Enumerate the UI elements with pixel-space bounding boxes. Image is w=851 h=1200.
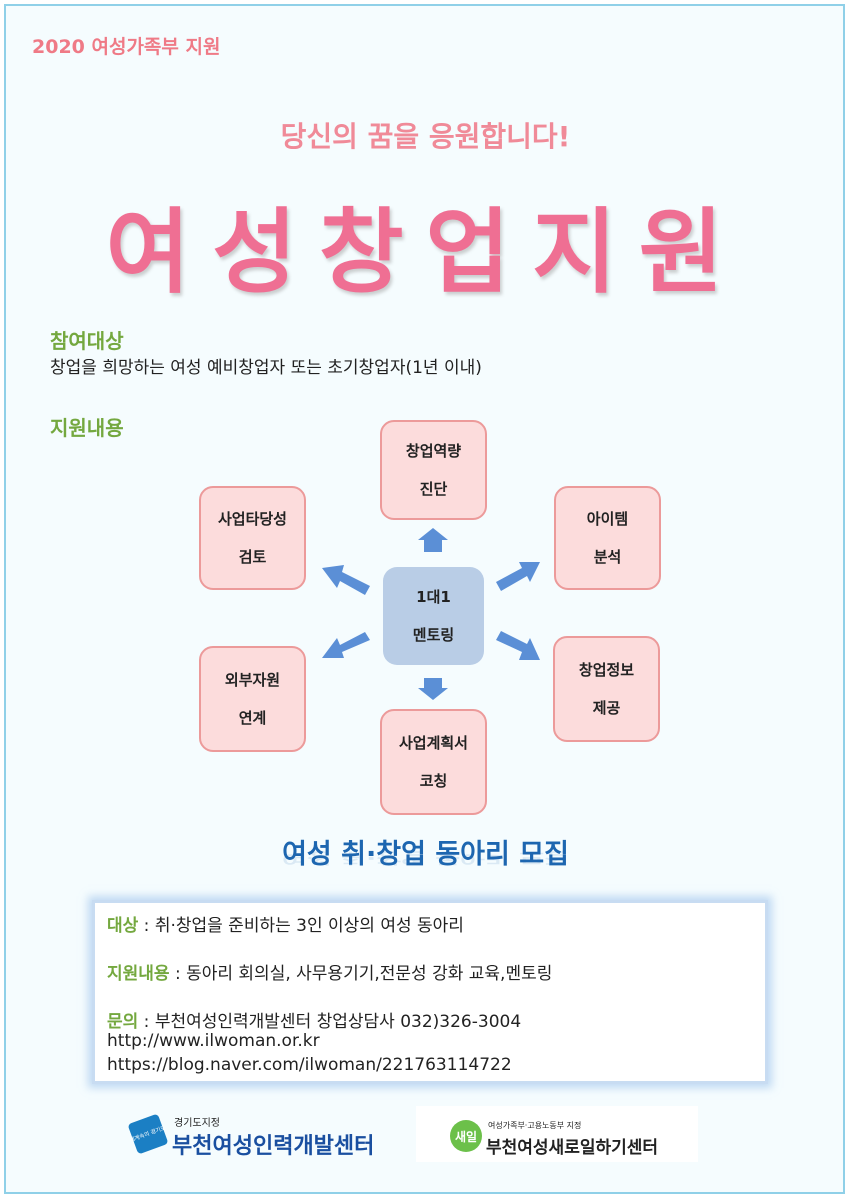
subtitle: 당신의 꿈을 응원합니다! [280, 120, 571, 153]
info-url-homepage[interactable]: http://www.ilwoman.or.kr [107, 1031, 320, 1051]
logo-bucheon-womens-center: 세계속의 경기도 경기도지정 부천여성인력개발센터 [127, 1112, 418, 1164]
arrow-downright [496, 631, 540, 660]
info-contact: 문의 : 부천여성인력개발센터 창업상담사 032)326-3004 [107, 1007, 521, 1032]
item-line2: 연계 [238, 709, 267, 727]
item-line2: 검토 [238, 548, 267, 566]
saeil-circle-icon: 새일 [450, 1120, 482, 1152]
info-support-key: 지원내용 [107, 964, 170, 984]
item-line2: 분석 [593, 548, 622, 566]
support-heading: 지원내용 [50, 416, 124, 440]
arrow-up [418, 528, 448, 552]
info-url-blog[interactable]: https://blog.naver.com/ilwoman/221763114… [107, 1055, 512, 1075]
item-line1: 아이템 [586, 510, 629, 528]
item-external-resources: 외부자원 연계 [199, 646, 306, 752]
item-line2: 진단 [419, 480, 448, 498]
logo-right-name: 부천여성새로일하기센터 [486, 1138, 659, 1158]
item-line1: 창업역량 [405, 442, 462, 460]
item-analysis: 아이템 분석 [554, 486, 661, 590]
logo-left-small: 경기도지정 [174, 1118, 220, 1129]
item-line1: 창업정보 [578, 661, 635, 679]
center-line1: 1대1 [416, 588, 451, 606]
gyeonggi-seal-icon: 세계속의 경기도 [127, 1113, 169, 1155]
center-line2: 멘토링 [412, 626, 455, 644]
item-business-plan: 사업계획서 코칭 [380, 709, 487, 815]
target-heading: 참여대상 [50, 329, 124, 353]
recruit-title-reflection: 여성 취·창업 동아리 모집 [282, 849, 569, 867]
logo-right-small: 여성가족부·고용노동부 지정 [488, 1121, 582, 1130]
item-capacity-diagnosis: 창업역량 진단 [380, 420, 487, 520]
arrow-upright [496, 562, 540, 591]
arrow-upleft [322, 565, 370, 595]
logo-left-name: 부천여성인력개발센터 [172, 1134, 375, 1159]
info-target-key: 대상 [107, 916, 139, 936]
item-info: 창업정보 제공 [553, 636, 660, 742]
arrow-downleft [322, 632, 370, 658]
arrow-down [418, 678, 448, 700]
recruit-title: 여성 취·창업 동아리 모집 [282, 839, 569, 870]
logo-bucheon-saeil-center: 새일 여성가족부·고용노동부 지정 부천여성새로일하기센터 [416, 1106, 698, 1162]
item-feasibility: 사업타당성 검토 [199, 486, 306, 590]
year-label: 2020 여성가족부 지원 [32, 36, 221, 58]
main-title: 여성창업지원 [105, 199, 746, 306]
saeil-text: 새일 [454, 1129, 478, 1144]
info-contact-value: : 부천여성인력개발센터 창업상담사 032)326-3004 [138, 1012, 522, 1032]
item-line1: 사업타당성 [217, 510, 287, 528]
info-target-value: : 취·창업을 준비하는 3인 이상의 여성 동아리 [138, 916, 464, 936]
info-target: 대상 : 취·창업을 준비하는 3인 이상의 여성 동아리 [107, 911, 464, 936]
center-mentoring-box: 1대1 멘토링 [383, 567, 484, 665]
item-line1: 사업계획서 [398, 734, 468, 752]
item-line2: 코칭 [419, 772, 448, 790]
item-line1: 외부자원 [224, 671, 281, 689]
item-line2: 제공 [592, 699, 621, 717]
seal-text: 세계속의 경기도 [129, 1124, 167, 1144]
recruit-info-box: 대상 : 취·창업을 준비하는 3인 이상의 여성 동아리 지원내용 : 동아리… [92, 900, 768, 1084]
info-support: 지원내용 : 동아리 회의실, 사무용기기,전문성 강화 교육,멘토링 [107, 959, 552, 984]
target-text: 창업을 희망하는 여성 예비창업자 또는 초기창업자(1년 이내) [50, 358, 482, 378]
info-contact-key: 문의 [107, 1012, 139, 1032]
info-support-value: : 동아리 회의실, 사무용기기,전문성 강화 교육,멘토링 [169, 964, 553, 984]
